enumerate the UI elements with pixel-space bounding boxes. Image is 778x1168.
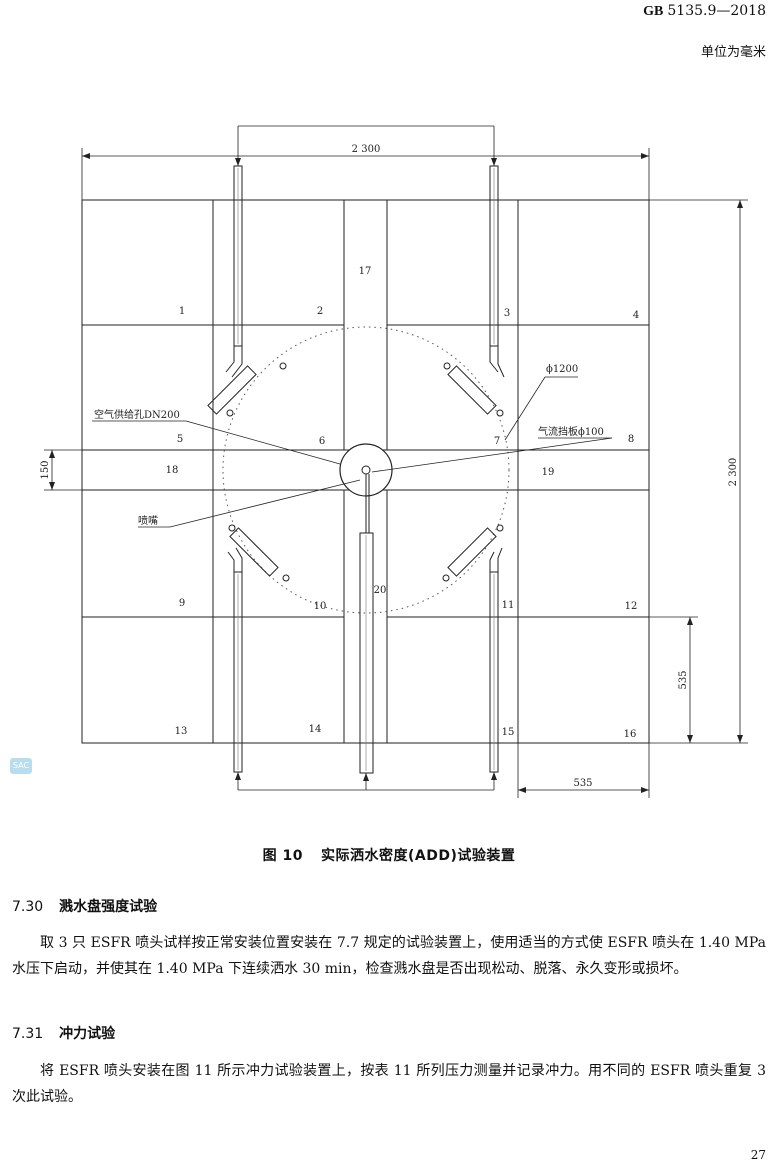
cell-label: 11: [502, 600, 515, 611]
dim-top-width: 2 300: [352, 144, 381, 155]
callout-phi1200: ϕ1200: [546, 364, 578, 375]
cell-label: 3: [504, 308, 510, 319]
section-body-7-30: 取 3 只 ESFR 喷头试样按正常安装位置安装在 7.7 规定的试验装置上，使…: [12, 935, 766, 977]
cell-label: 10: [314, 601, 327, 612]
cell-label: 13: [175, 726, 188, 737]
cell-label: 4: [633, 310, 639, 321]
cell-label: 8: [628, 434, 634, 445]
watermark-logo: SAC: [10, 758, 32, 774]
cell-label: 6: [319, 436, 325, 447]
cell-label: 16: [624, 729, 637, 740]
dim-bottom-535: 535: [573, 778, 592, 789]
callout-deflector: 气流挡板ϕ100: [538, 425, 604, 438]
cell-label: 7: [494, 436, 500, 447]
cell-label: 5: [177, 434, 183, 445]
cell-label: 12: [625, 601, 638, 612]
cell-label: 9: [179, 598, 185, 609]
cell-label: 20: [374, 585, 387, 596]
callout-air-hole: 空气供给孔DN200: [94, 408, 180, 421]
cell-label: 15: [502, 727, 515, 738]
callout-nozzle: 喷嘴: [138, 515, 158, 527]
cell-label: 1: [179, 306, 185, 317]
page-number: 27: [750, 1148, 766, 1162]
cell-label: 14: [309, 724, 322, 735]
dim-right-height: 2 300: [728, 458, 739, 487]
dim-right-535: 535: [678, 670, 689, 689]
cell-label: 2: [317, 306, 323, 317]
section-body-7-31: 将 ESFR 喷头安装在图 11 所示冲力试验装置上，按表 11 所列压力测量并…: [12, 1063, 766, 1105]
cell-label: 19: [542, 467, 555, 478]
dim-side-150: 150: [40, 460, 51, 479]
unit-note: 单位为毫米: [700, 45, 766, 60]
cell-label: 17: [359, 266, 372, 277]
add-test-apparatus-drawing: 1 2 17 3 4 5 6 7 8 18 19 9 10 20 11 12 1…: [40, 125, 748, 798]
cell-label: 18: [166, 465, 179, 476]
